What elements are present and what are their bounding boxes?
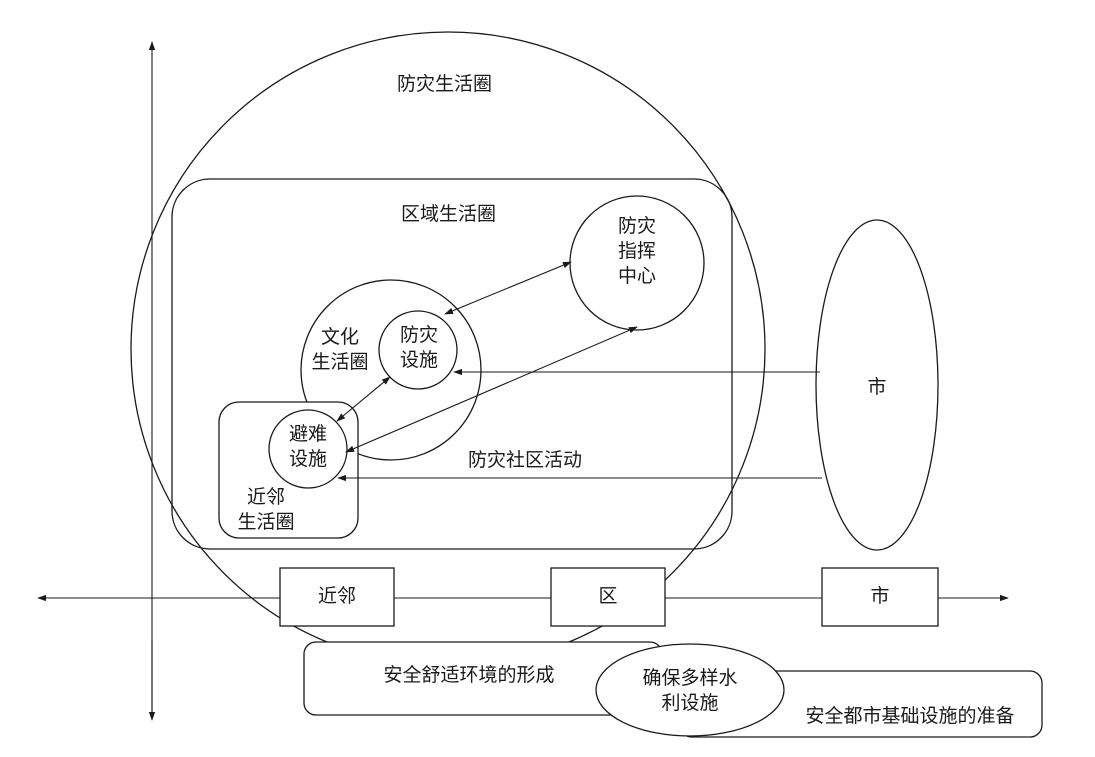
region-rect — [171, 178, 733, 550]
axis-box-neighborhood — [279, 567, 395, 627]
outer-circle-label: 防灾生活圈 — [397, 73, 493, 95]
arrow-facility-command — [444, 261, 572, 315]
axis-box-city-label: 市 — [870, 585, 890, 607]
axis-box-district — [550, 567, 666, 627]
activity-label: 防灾社区活动 — [468, 449, 583, 471]
command-center-label: 防灾 指挥 中心 — [617, 215, 656, 287]
axis-box-neighborhood-label: 近邻 — [317, 585, 356, 607]
disaster-facility-label: 防灾 设施 — [399, 324, 438, 371]
region-label: 区域生活圈 — [401, 203, 497, 225]
arrow-facility-shelter — [336, 376, 391, 422]
shelter-label: 避难 设施 — [288, 423, 327, 470]
axis-box-city — [821, 567, 939, 627]
arrow-shelter-command — [345, 326, 638, 453]
culture-label: 文化 生活圈 — [311, 326, 369, 373]
safe-env-label: 安全舒适环境的形成 — [383, 664, 555, 686]
infrastructure-label: 安全都市基础设施的准备 — [805, 705, 1015, 727]
city-ellipse-label: 市 — [867, 376, 887, 398]
water-ellipse — [595, 643, 785, 737]
water-label: 确保多样水 利设施 — [642, 667, 738, 714]
axis-box-district-label: 区 — [598, 585, 618, 607]
city-ellipse — [815, 219, 939, 551]
neighborhood-label: 近邻 生活圈 — [237, 486, 295, 533]
